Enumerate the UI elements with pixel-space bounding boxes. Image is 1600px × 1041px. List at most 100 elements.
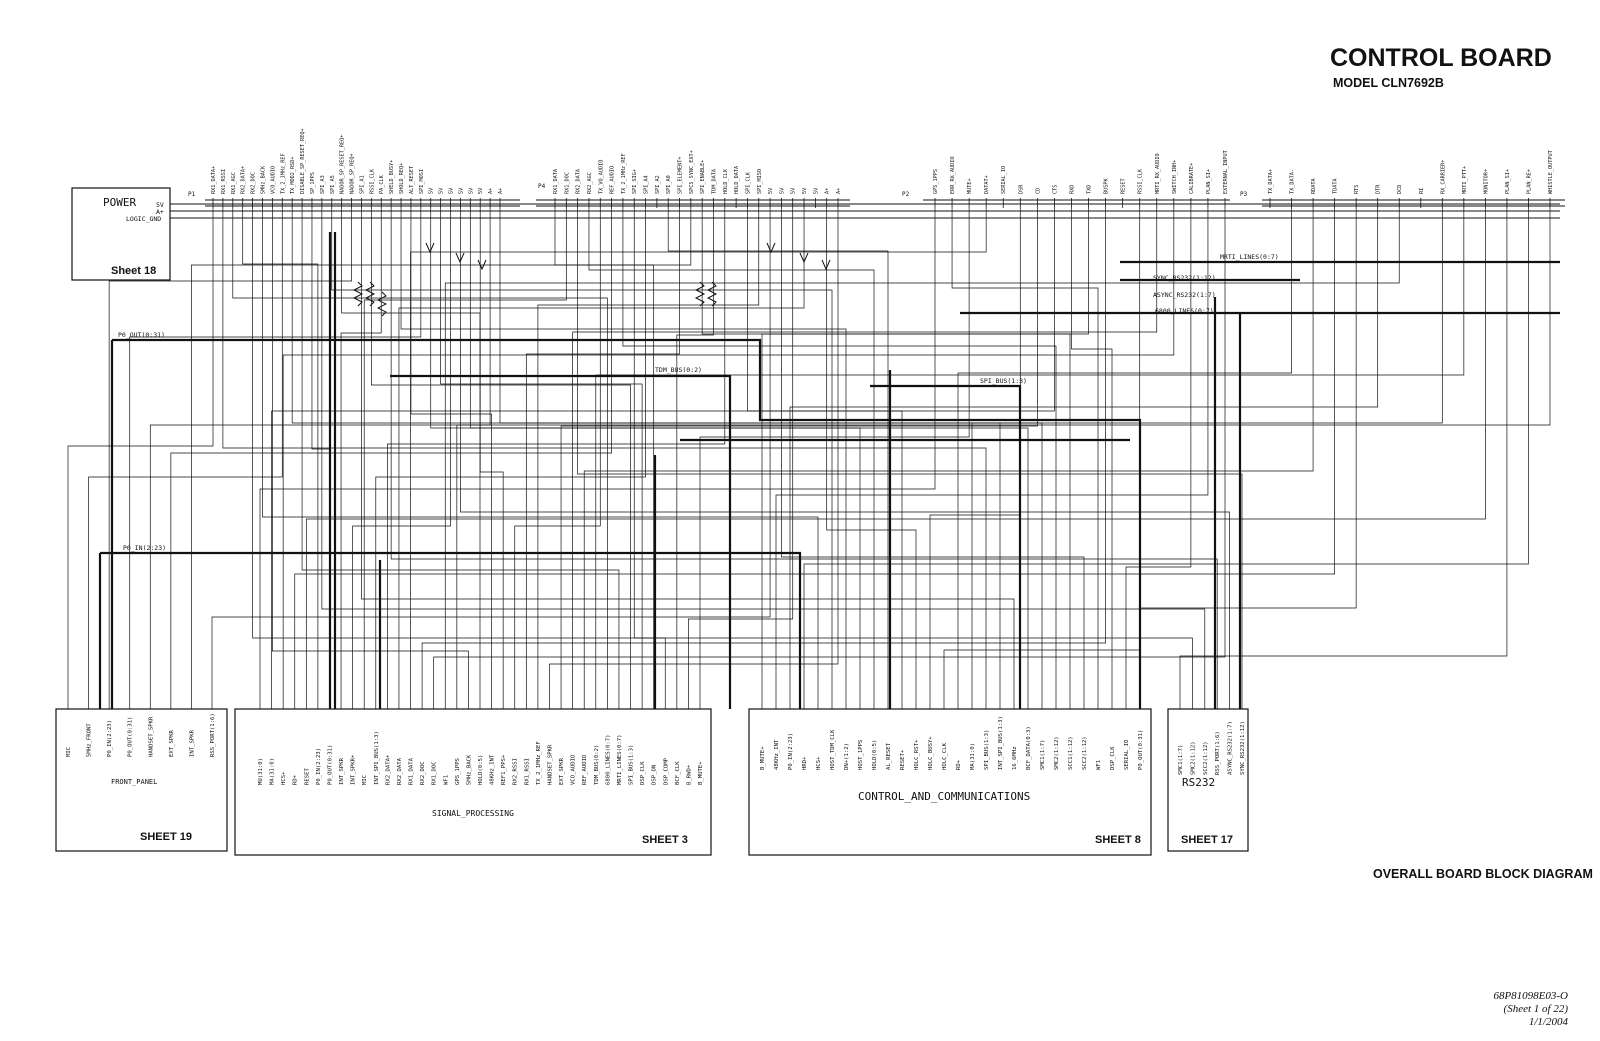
signal-processing-pin-label: TDM_BUS(0:2) [594, 745, 600, 785]
connector-p1-signal: DISABLE_SP_RESET_REQ+ [300, 128, 306, 194]
control-comm-pin-label: WF1 [1096, 760, 1102, 770]
connector-p4-signal: SPI_MISO [757, 169, 763, 194]
pin-ticks [212, 198, 1551, 208]
connector-p4-signal: RX2_AGC [587, 172, 593, 194]
front-panel-pin-label: P0_OUT(0:31) [128, 717, 134, 757]
signal-wire [460, 208, 1230, 709]
signal-processing-block [234, 708, 712, 856]
connector-p1-signal: 5V [478, 188, 484, 194]
control-comm-pin-label: P0_IN(2:23) [788, 733, 794, 770]
bus-label-p0-out: P0_OUT(0:31) [118, 331, 165, 339]
connector-p4-signal: RX1_DOC [564, 172, 570, 194]
signal-processing-pin-label: HCS+ [281, 771, 287, 785]
connector-p4-signal: 5V [791, 188, 797, 194]
control-comm-pin-label: BCF_DATA(0:3) [1026, 726, 1032, 770]
signal-wire [514, 208, 601, 709]
signal-processing-block-sheet: SHEET 3 [642, 834, 688, 846]
front-panel-pin-label: INT_SPKR [189, 729, 195, 757]
signal-wire [929, 208, 1021, 709]
signal-wire [370, 208, 631, 709]
signal-wire [88, 208, 283, 709]
signal-processing-pin-label: REF_AUDIO [582, 754, 588, 785]
connector-p2-signal: RSSI_CLK [1138, 168, 1144, 194]
connector-p2-signal: ERR_RX_AUDIO [950, 157, 956, 194]
signal-wire [259, 208, 936, 709]
rs232-pin-label: ASYNC_RS232(1:7) [1228, 721, 1234, 775]
wiring [67, 208, 1560, 709]
rs232-block [1167, 708, 1249, 852]
control-comm-pin-label: HOLC_BUSY+ [928, 736, 934, 770]
signal-wire [262, 208, 819, 709]
signal-wire [572, 208, 1158, 709]
control-comm-pin-label: RD+ [956, 759, 962, 770]
connector-p1-signal: RX2_DATA+ [241, 166, 247, 194]
power-block-pin-aplus: A+ [156, 208, 164, 216]
signal-wire [549, 208, 839, 709]
signal-wire [191, 208, 692, 709]
control-comm-pin-label: SMC1(1:7) [1040, 740, 1046, 770]
signal-wire [676, 208, 714, 709]
signal-processing-pin-label: GPS_1PPS [455, 758, 461, 785]
connector-p2-signal: PLAN_SI+ [1206, 169, 1212, 194]
signal-wire [410, 208, 987, 709]
signal-wire [149, 208, 491, 709]
test-point-symbols [425, 242, 831, 271]
signal-processing-block-title: SIGNAL_PROCESSING [432, 809, 514, 818]
control-comm-pin-label: 48KHz_INT [774, 739, 780, 770]
connector-p1-signal: RX1_DATA+ [211, 166, 217, 194]
connector-p2-signal: BUSPK [1104, 178, 1110, 194]
connector-p1-signal: RX1_AGC [231, 172, 237, 194]
connector-p4-signal: 5V [768, 188, 774, 194]
connector-p2-signal: DSR [1018, 184, 1024, 194]
connector-p1-signal: 5V [439, 188, 445, 194]
control-comm-pin-label: INT_SPI_BUS(1:3) [998, 716, 1004, 770]
connector-p4-signal: A+ [836, 188, 842, 194]
connector-p4-signal: REF_AUDIO [610, 166, 616, 194]
connector-p4-signal: SPI_A0 [666, 175, 672, 194]
connector-p1-ref: P1 [188, 191, 196, 198]
connector-p4-signal: SPI_A4 [644, 175, 650, 194]
document-number: 68P81098E03-O [1493, 990, 1568, 1002]
connector-p3-signal: RI [1419, 188, 1425, 194]
bus-line [112, 338, 1142, 709]
bus-label-tdm: TDM_BUS(0:2) [655, 366, 702, 374]
connector-p2-signal: TXD [1087, 185, 1093, 194]
control-comm-pin-label: SCC1(1:12) [1068, 736, 1074, 770]
bus-label-spi: SPI_BUS(1:3) [980, 377, 1027, 385]
control-comm-pin-label: HCS+ [816, 756, 822, 770]
signal-processing-pin-label: BCF_CLK [675, 761, 681, 785]
connector-p1-signal: VCO_AUDIO [270, 166, 276, 194]
bus-label-p0-in: P0_IN(2:23) [123, 544, 166, 552]
signal-processing-pin-label: SPI_BUS(1:3) [629, 745, 635, 785]
connector-p3-signal: RTS [1354, 185, 1360, 194]
connector-p3-signal: PLAN_SI+ [1505, 169, 1511, 194]
connector-p4-signal: 5V [813, 188, 819, 194]
connector-p4-signal: A+ [825, 188, 831, 194]
bus-line [390, 374, 732, 709]
signal-wire [701, 208, 1071, 709]
connector-p2-signal: CTS [1052, 185, 1058, 194]
control-comm-pin-label: HOLC_CLK [942, 742, 948, 770]
signal-processing-pin-label: RX2_RSSI [513, 758, 519, 785]
signal-processing-pin-label: VCO_AUDIO [571, 754, 577, 785]
connector-strips [205, 199, 1565, 207]
signal-processing-pin-label: TX_2_1MHz_REF [536, 741, 542, 785]
signal-wire [252, 208, 1193, 709]
connector-p1-signal: SPI_A3 [320, 175, 326, 194]
connector-p3-signal: MRTI_PTT+ [1462, 166, 1468, 194]
signal-wire [789, 208, 1379, 709]
document-date: 1/1/2004 [1528, 1016, 1568, 1028]
resistor-symbols [352, 281, 718, 317]
signal-processing-pin-label: P0_OUT(0:31) [327, 745, 333, 785]
connector-p1-signal: RX2_DOC [251, 172, 257, 194]
connector-p4-signal: SPI_A2 [655, 175, 661, 194]
signal-processing-pin-label: HANDSET_SPKR [547, 744, 553, 785]
connector-p1-signal: RSSI_CLK [369, 168, 375, 194]
connector-p4-signal: 5V [779, 188, 785, 194]
signal-processing-pin-label: 48KHz_INT [490, 754, 496, 785]
signal-wire [803, 208, 1529, 709]
rs232-block-sheet: SHEET 17 [1181, 834, 1233, 846]
signal-wire [361, 208, 1015, 709]
signal-wire [108, 208, 352, 709]
